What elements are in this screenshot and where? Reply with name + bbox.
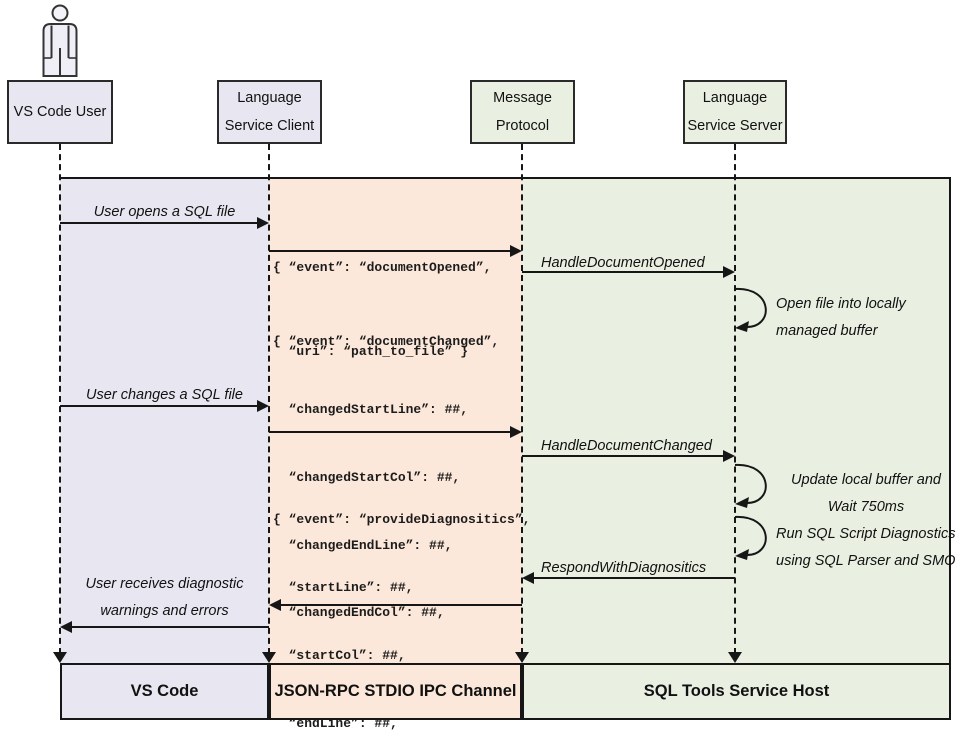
participant-label: Message	[493, 90, 552, 106]
participant-label: VS Code User	[13, 104, 107, 120]
arrow-handle-document-opened	[522, 266, 735, 278]
participant-label: Language	[237, 90, 302, 106]
label-update-buffer-note: Update local buffer and Wait 750ms	[791, 472, 941, 515]
lifeline-client	[268, 144, 270, 654]
participant-language-service-client: Language Service Client	[217, 80, 322, 144]
lane-vscode-box: VS Code	[60, 663, 269, 720]
lane-ipc-region	[269, 177, 522, 663]
participant-language-service-server: Language Service Server	[683, 80, 787, 144]
lane-host-region	[522, 177, 951, 663]
label-handle-document-opened: HandleDocumentOpened	[541, 255, 705, 271]
lifeline-end-arrow	[53, 652, 67, 663]
lane-label: SQL Tools Service Host	[643, 682, 830, 700]
lane-label: VS Code	[130, 682, 199, 700]
lifeline-end-arrow	[515, 652, 529, 663]
lane-ipc-box: JSON-RPC STDIO IPC Channel	[269, 663, 522, 720]
participant-label: Service Server	[687, 118, 783, 134]
lifeline-server	[734, 144, 736, 654]
self-loop-run-diagnostics	[734, 514, 782, 560]
label-open-file-note: Open file into locally managed buffer	[776, 296, 906, 339]
self-loop-open-file	[734, 286, 782, 332]
lifeline-user	[59, 144, 61, 654]
label-run-diagnostics-note: Run SQL Script Diagnostics using SQL Par…	[776, 526, 956, 569]
arrow-user-changes	[60, 400, 269, 412]
label-respond-with-diagnostics: RespondWithDiagnositics	[541, 560, 707, 576]
self-loop-update-buffer	[734, 462, 782, 508]
label-handle-document-changed: HandleDocumentChanged	[541, 438, 712, 454]
label-user-receives: User receives diagnostic warnings and er…	[85, 576, 244, 619]
label-user-opens: User opens a SQL file	[93, 204, 236, 220]
arrow-provide-diagnostics	[269, 599, 522, 611]
arrow-document-changed	[269, 426, 522, 438]
lane-vscode-region	[60, 177, 269, 663]
lane-label: JSON-RPC STDIO IPC Channel	[274, 682, 517, 700]
participant-vscode-user: VS Code User	[7, 80, 113, 144]
lifeline-protocol	[521, 144, 523, 654]
json-document-changed: { “event”: “documentChanged”, “changedSt…	[273, 334, 523, 688]
arrow-document-opened	[269, 245, 522, 257]
arrow-user-opens	[60, 217, 269, 229]
lifeline-end-arrow	[262, 652, 276, 663]
participant-label: Language	[702, 90, 768, 106]
participant-label: Service Client	[224, 118, 315, 134]
arrow-user-receives	[60, 621, 269, 633]
label-user-changes: User changes a SQL file	[86, 387, 243, 403]
arrow-respond-with-diagnostics	[522, 572, 735, 584]
participant-label: Protocol	[495, 118, 550, 134]
json-document-opened: { “event”: “documentOpened”, “uri”: “pat…	[273, 260, 492, 359]
participant-message-protocol: Message Protocol	[470, 80, 575, 144]
user-actor-icon	[38, 3, 82, 78]
arrow-handle-document-changed	[522, 450, 735, 462]
lane-host-box: SQL Tools Service Host	[522, 663, 951, 720]
lifeline-end-arrow	[728, 652, 742, 663]
